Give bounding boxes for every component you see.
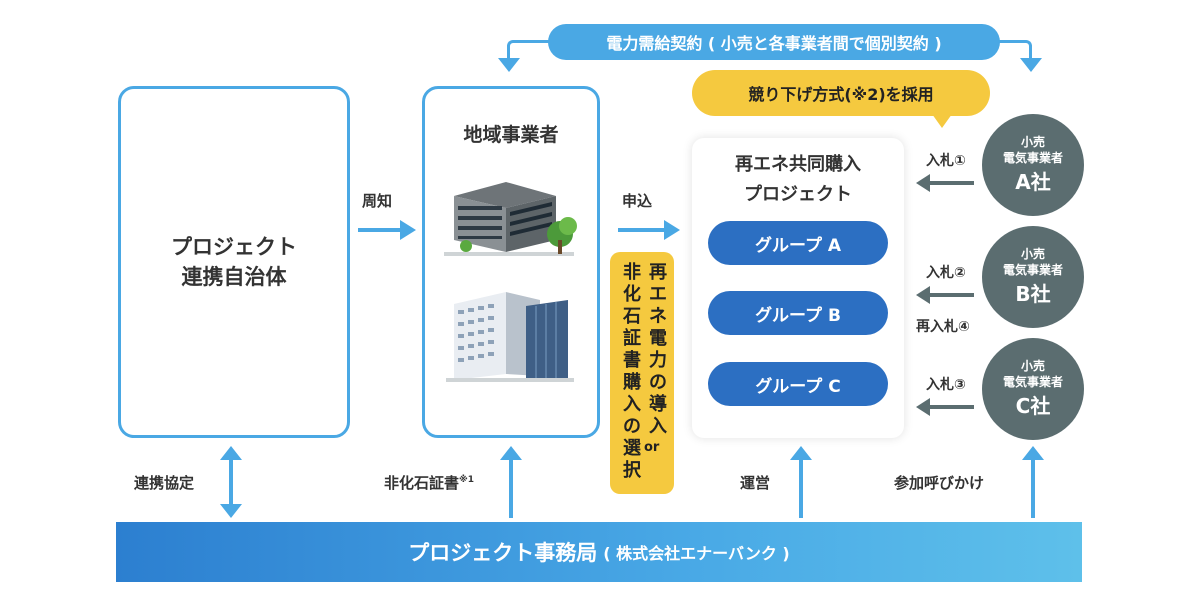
municipality-box <box>118 86 350 438</box>
group-b-button[interactable]: グループ B <box>708 291 888 335</box>
arrow-up-icon <box>790 446 812 518</box>
rebid-4-label: 再入札④ <box>916 319 970 335</box>
project-office-bar: プロジェクト事務局 ( 株式会社エナーバンク ) <box>116 522 1082 582</box>
arrow-right-icon <box>358 220 416 240</box>
certificate-label: 非化石証書※1 <box>384 474 475 492</box>
municipality-label: プロジェクト 連携自治体 <box>171 235 297 289</box>
arrow-down-icon <box>1020 58 1042 72</box>
office-tower-icon <box>446 292 574 382</box>
apply-label: 申込 <box>622 192 653 210</box>
arrow-left-icon <box>916 286 974 304</box>
group-c-button[interactable]: グループ C <box>708 362 888 406</box>
arrow-up-icon <box>500 446 522 518</box>
group-a-button[interactable]: グループ A <box>708 221 888 265</box>
retailer-a: 小売 電気事業者 A社 <box>982 114 1084 216</box>
office-building-icon <box>444 182 577 256</box>
arrow-right-icon <box>618 220 680 240</box>
agreement-label: 連携協定 <box>134 474 195 492</box>
project-title: 再エネ共同購入 プロジェクト <box>735 154 861 205</box>
auction-method-note: 競り下げ方式(※2)を採用 <box>692 70 990 128</box>
project-office-name: プロジェクト事務局 <box>408 541 598 565</box>
or-label: or <box>644 440 660 455</box>
notify-label: 周知 <box>362 192 393 210</box>
retailer-b: 小売 電気事業者 B社 <box>982 226 1084 328</box>
certificate-purchase-choice: 非化石証書購入の選択 <box>623 262 641 481</box>
call-for-participation-label: 参加呼びかけ <box>894 474 985 492</box>
arrow-left-icon <box>916 174 974 192</box>
operation-label: 運営 <box>740 474 771 492</box>
arrow-left-icon <box>916 398 974 416</box>
bid-2-label: 入札② <box>926 265 966 281</box>
arrow-down-icon <box>498 58 520 72</box>
contract-label: 電力需給契約 ( 小売と各事業者間で個別契約 ) <box>548 24 1000 60</box>
project-office-company: ( 株式会社エナーバンク ) <box>603 544 790 563</box>
renewable-power-choice: 再エネ電力の導入 <box>649 262 667 437</box>
double-arrow-vertical-icon <box>220 446 242 518</box>
arrow-up-icon <box>1022 446 1044 518</box>
renewable-choice-box <box>610 252 674 494</box>
bid-1-label: 入札① <box>926 153 966 169</box>
contract-bracket-left <box>507 40 551 62</box>
regional-operator-title: 地域事業者 <box>463 124 559 146</box>
contract-bracket-right <box>998 40 1032 62</box>
bid-3-label: 入札③ <box>926 377 966 393</box>
retailer-c: 小売 電気事業者 C社 <box>982 338 1084 440</box>
